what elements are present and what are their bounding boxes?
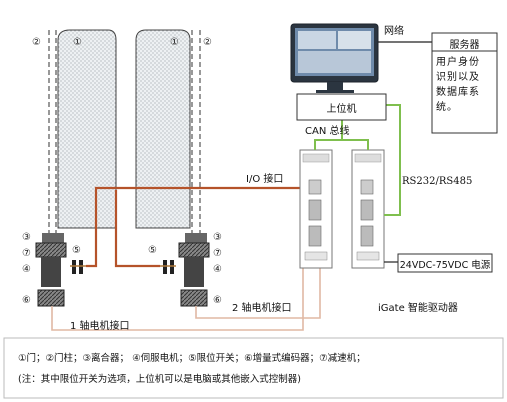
motor1-wire [51,268,304,331]
left-clutch [42,233,64,243]
left-door-panel [57,29,117,229]
can-bus-label: CAN 总线 [305,126,350,137]
label-clutch-left: ③ [22,232,31,243]
server-desc-line-3: 数据库系 [436,87,480,98]
label-servo-right: ④ [213,264,222,275]
motor2-wire [195,268,321,319]
label-post-right: ② [203,37,212,48]
server-description: 用户身份 识别以及 数据库系 统。 [436,55,496,115]
motor1-label: 1 轴电机接口 [70,321,130,332]
right-limit-switch-1 [163,260,167,274]
server-desc-line-1: 用户身份 [436,57,480,68]
left-limit-switch-2 [79,260,83,274]
legend-line-1: ①门；②门柱；③离合器； ④伺服电机；⑤限位开关；⑥增量式编码器；⑦减速机； [18,353,366,364]
host-label: 上位机 [326,104,357,115]
server-desc-line-2: 识别以及 [436,72,480,83]
label-reducer-left: ⑦ [22,248,31,259]
server-desc-line-4: 统。 [436,102,458,113]
power-box [397,253,493,273]
label-encoder-right: ⑥ [213,295,222,306]
host-box [296,93,387,121]
label-limit-right: ⑤ [148,245,157,256]
label-post-left: ② [32,37,41,48]
label-clutch-right: ③ [213,232,222,243]
io-wire-2 [114,190,160,268]
server-title: 服务器 [449,40,480,51]
legend-frame [3,337,504,399]
left-servo-motor [41,257,61,287]
monitor-icon [290,23,379,93]
rs-label: RS232/RS485 [402,176,473,187]
io-label: I/O 接口 [246,174,284,185]
left-reducer [35,242,67,258]
left-encoder [37,289,65,307]
right-limit-switch-2 [170,260,174,274]
label-servo-left: ④ [22,264,31,275]
driver-2 [351,149,385,269]
right-reducer [178,242,210,258]
rs-wire [384,104,401,216]
right-servo-motor [184,257,204,287]
network-label: 网络 [384,26,404,37]
io-wire [86,186,300,268]
label-door-right: ① [170,37,179,48]
label-door-left: ① [73,37,82,48]
motor2-label: 2 轴电机接口 [232,303,292,314]
right-clutch [185,233,207,243]
left-limit-switch-1 [72,260,76,274]
right-door-panel [135,29,191,229]
legend-line-2: (注：其中限位开关为选项，上位机可以是电脑或其他嵌入式控制器) [18,374,301,385]
driver-label: iGate 智能驱动器 [378,303,458,314]
power-label: 24VDC-75VDC 电源 [399,260,491,271]
right-encoder [180,289,208,307]
label-reducer-right: ⑦ [213,248,222,259]
label-limit-left: ⑤ [72,245,81,256]
label-encoder-left: ⑥ [22,295,31,306]
can-bus-link [314,139,369,150]
driver-1 [299,149,333,269]
server-desc-box [431,50,498,134]
